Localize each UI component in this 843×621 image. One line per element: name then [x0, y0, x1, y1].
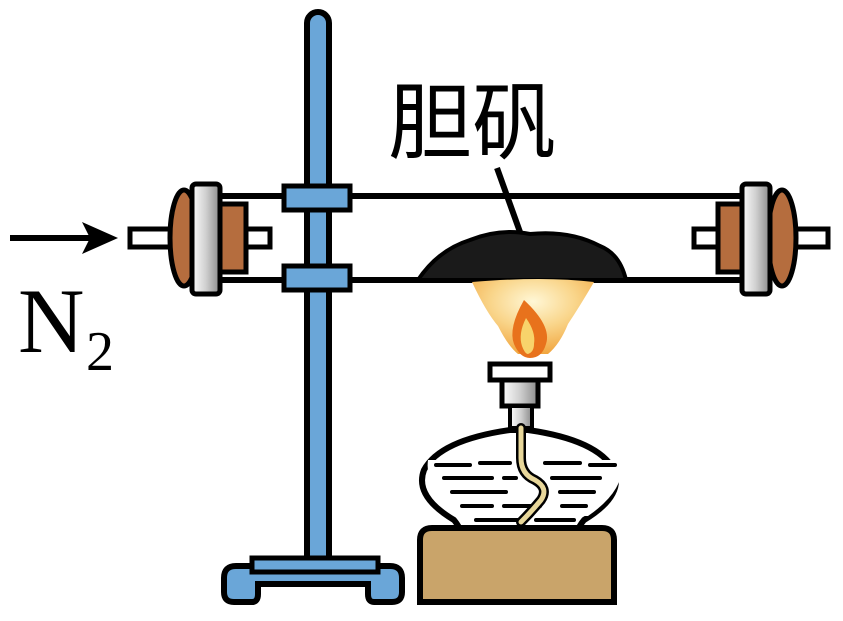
- alcohol-lamp: [417, 361, 623, 605]
- clamp-lower: [281, 263, 353, 293]
- clamp-upper: [281, 183, 353, 213]
- gas-label: N: [18, 270, 84, 372]
- stand-rod: [304, 9, 332, 580]
- leader-line: [494, 166, 523, 234]
- lamp-base: [417, 525, 617, 605]
- left-stopper: [127, 181, 273, 297]
- iron-stand: [221, 9, 405, 605]
- gas-subscript: 2: [86, 321, 114, 383]
- sample-label: 胆矾: [388, 74, 556, 172]
- flame: [472, 279, 594, 358]
- right-stopper: [691, 181, 831, 297]
- stand-base: [221, 563, 405, 605]
- sample-powder: [414, 230, 629, 282]
- arrow-right-icon: [10, 222, 118, 254]
